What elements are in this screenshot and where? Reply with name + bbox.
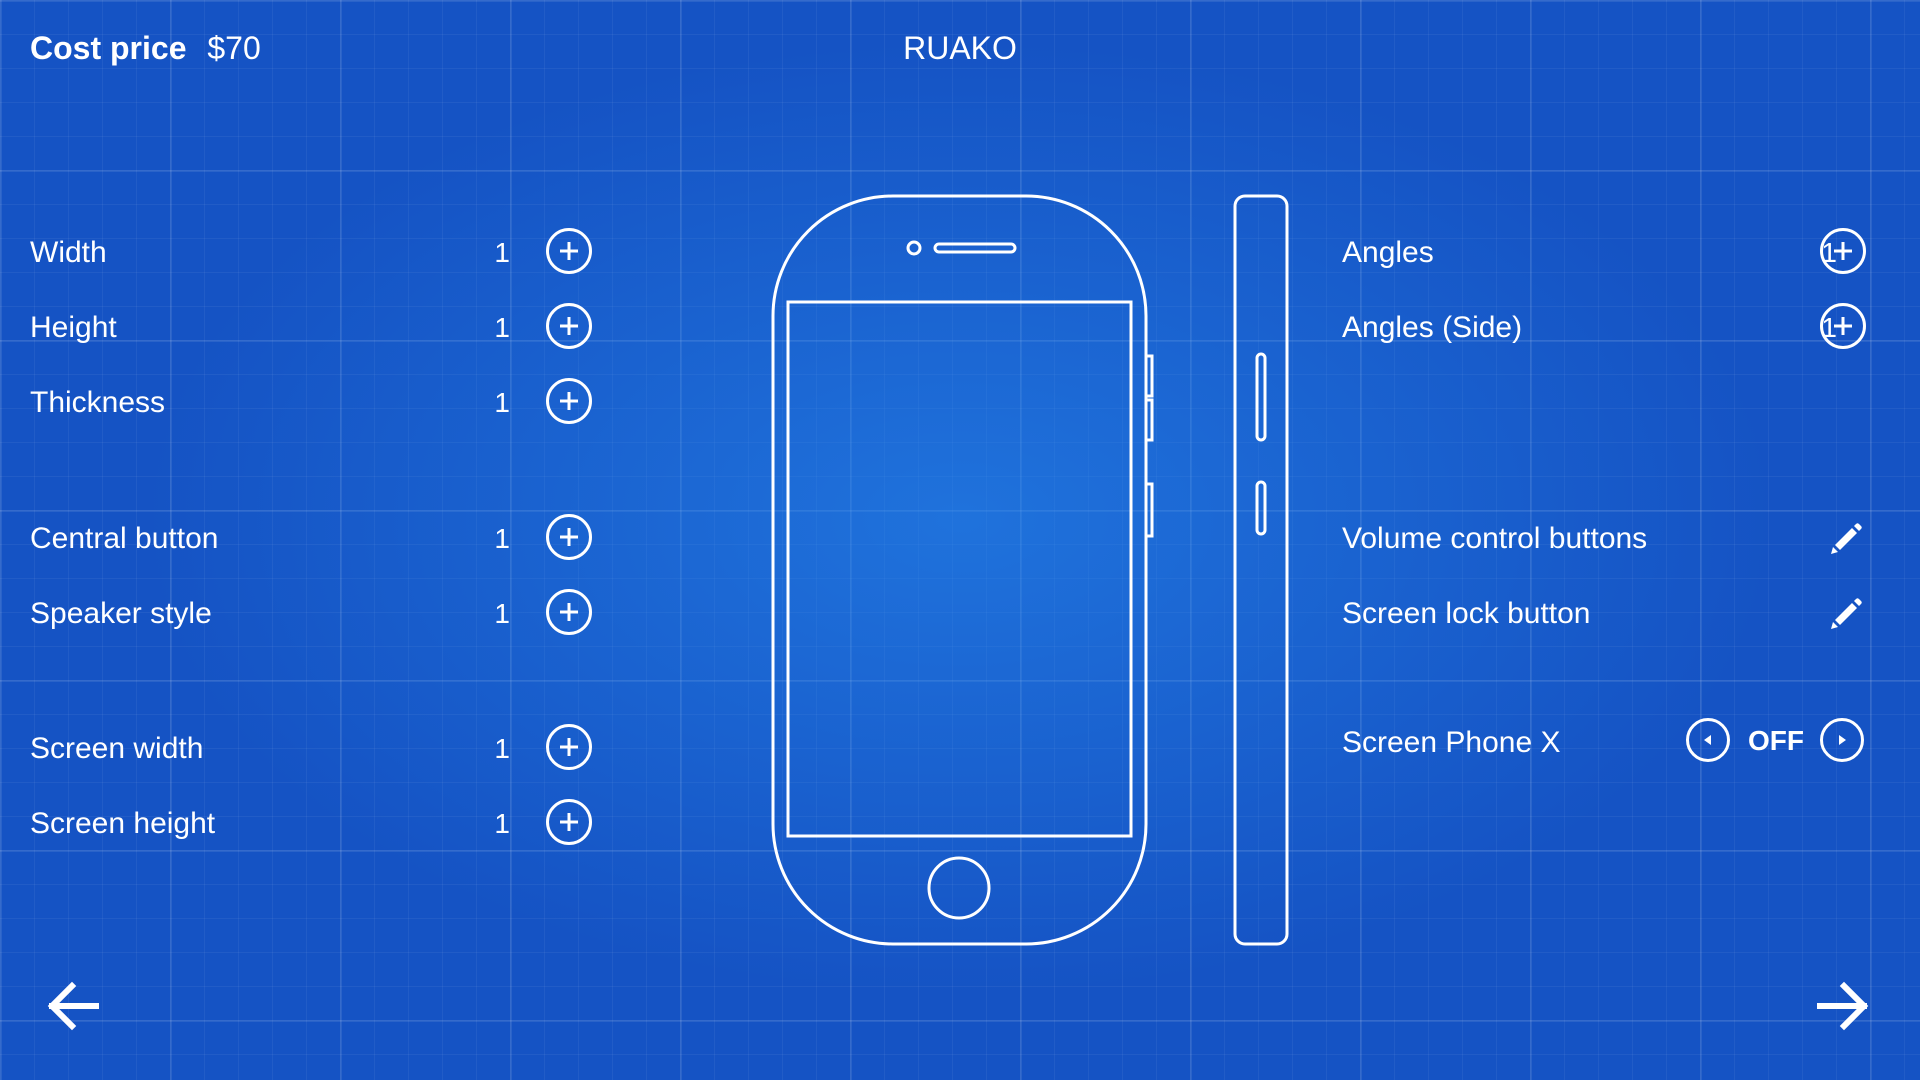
- volume-buttons-side-icon: [1255, 352, 1267, 442]
- param-row-screen-width: Screen width 1: [30, 722, 600, 776]
- param-label-screen-phone-x: Screen Phone X: [1342, 726, 1561, 759]
- screen-height-increment-button[interactable]: [546, 799, 592, 845]
- plus-icon: [560, 738, 578, 756]
- param-label-screen-lock-button: Screen lock button: [1342, 597, 1591, 630]
- plus-icon: [560, 242, 578, 260]
- screen-width-increment-button[interactable]: [546, 724, 592, 770]
- param-label-angles-side: Angles (Side): [1342, 311, 1523, 344]
- plus-icon: [1834, 317, 1852, 335]
- screen-phone-x-prev-button[interactable]: [1686, 718, 1730, 762]
- param-label-volume-control-buttons: Volume control buttons: [1342, 522, 1648, 555]
- param-value-speaker-style: 1: [494, 598, 510, 629]
- cost-price-label: Cost price: [30, 30, 187, 66]
- param-value-screen-width: 1: [494, 733, 510, 764]
- param-label-height: Height: [30, 311, 117, 344]
- phone-screen-outline: [786, 300, 1133, 838]
- next-button[interactable]: [1812, 976, 1872, 1036]
- phone-side-view: [1233, 194, 1289, 946]
- phone-blueprint: [771, 194, 1289, 946]
- back-button[interactable]: [44, 976, 104, 1036]
- param-row-central-button: Central button 1: [30, 512, 600, 566]
- angles-increment-button[interactable]: [1820, 228, 1866, 274]
- speaker-grill-icon: [933, 242, 1017, 254]
- param-label-screen-width: Screen width: [30, 732, 204, 765]
- page-title: RUAKO: [903, 30, 1017, 66]
- height-increment-button[interactable]: [546, 303, 592, 349]
- home-button-icon: [927, 856, 991, 920]
- arrow-right-icon: [1817, 981, 1869, 1031]
- param-row-screen-lock-button: Screen lock button: [1342, 587, 1872, 641]
- pencil-icon: [1831, 523, 1862, 554]
- param-label-thickness: Thickness: [30, 386, 166, 419]
- param-value-screen-height: 1: [494, 808, 510, 839]
- plus-icon: [560, 603, 578, 621]
- param-value-width: 1: [494, 237, 510, 268]
- side-button-icon: [1146, 482, 1154, 538]
- volume-buttons-edit-button[interactable]: [1826, 518, 1866, 558]
- param-label-width: Width: [30, 236, 107, 269]
- param-row-width: Width 1: [30, 226, 600, 280]
- param-row-angles: Angles 1: [1342, 226, 1872, 280]
- param-label-central-button: Central button: [30, 522, 219, 555]
- param-label-angles: Angles: [1342, 236, 1434, 269]
- lock-button-edit-button[interactable]: [1826, 593, 1866, 633]
- front-camera-icon: [906, 240, 922, 256]
- plus-icon: [560, 392, 578, 410]
- param-row-screen-height: Screen height 1: [30, 797, 600, 851]
- param-value-thickness: 1: [494, 387, 510, 418]
- param-row-speaker-style: Speaker style 1: [30, 587, 600, 641]
- phone-body-outline: [771, 194, 1148, 946]
- side-button-icon: [1146, 398, 1154, 442]
- plus-icon: [560, 317, 578, 335]
- param-label-screen-height: Screen height: [30, 807, 216, 840]
- param-row-screen-phone-x: Screen Phone X OFF: [1342, 716, 1872, 770]
- screen-phone-x-next-button[interactable]: [1820, 718, 1864, 762]
- angles-side-increment-button[interactable]: [1820, 303, 1866, 349]
- central-button-increment-button[interactable]: [546, 514, 592, 560]
- param-value-height: 1: [494, 312, 510, 343]
- thickness-increment-button[interactable]: [546, 378, 592, 424]
- side-button-icon: [1146, 354, 1154, 398]
- phone-side-outline: [1233, 194, 1289, 946]
- param-value-central-button: 1: [494, 523, 510, 554]
- pencil-icon: [1831, 598, 1862, 629]
- width-increment-button[interactable]: [546, 228, 592, 274]
- param-row-volume-control-buttons: Volume control buttons: [1342, 512, 1872, 566]
- speaker-style-increment-button[interactable]: [546, 589, 592, 635]
- triangle-left-icon: [1704, 735, 1711, 745]
- param-label-speaker-style: Speaker style: [30, 597, 212, 630]
- lock-button-side-icon: [1255, 480, 1267, 536]
- arrow-left-icon: [47, 981, 99, 1031]
- param-row-thickness: Thickness 1: [30, 376, 600, 430]
- phone-front-view: [771, 194, 1154, 946]
- triangle-right-icon: [1839, 735, 1846, 745]
- screen-phone-x-value: OFF: [1748, 725, 1804, 756]
- plus-icon: [1834, 242, 1852, 260]
- param-row-angles-side: Angles (Side) 1: [1342, 301, 1872, 355]
- plus-icon: [560, 528, 578, 546]
- plus-icon: [560, 813, 578, 831]
- cost-price: Cost price $70: [30, 26, 261, 70]
- cost-price-value: $70: [207, 30, 261, 66]
- param-row-height: Height 1: [30, 301, 600, 355]
